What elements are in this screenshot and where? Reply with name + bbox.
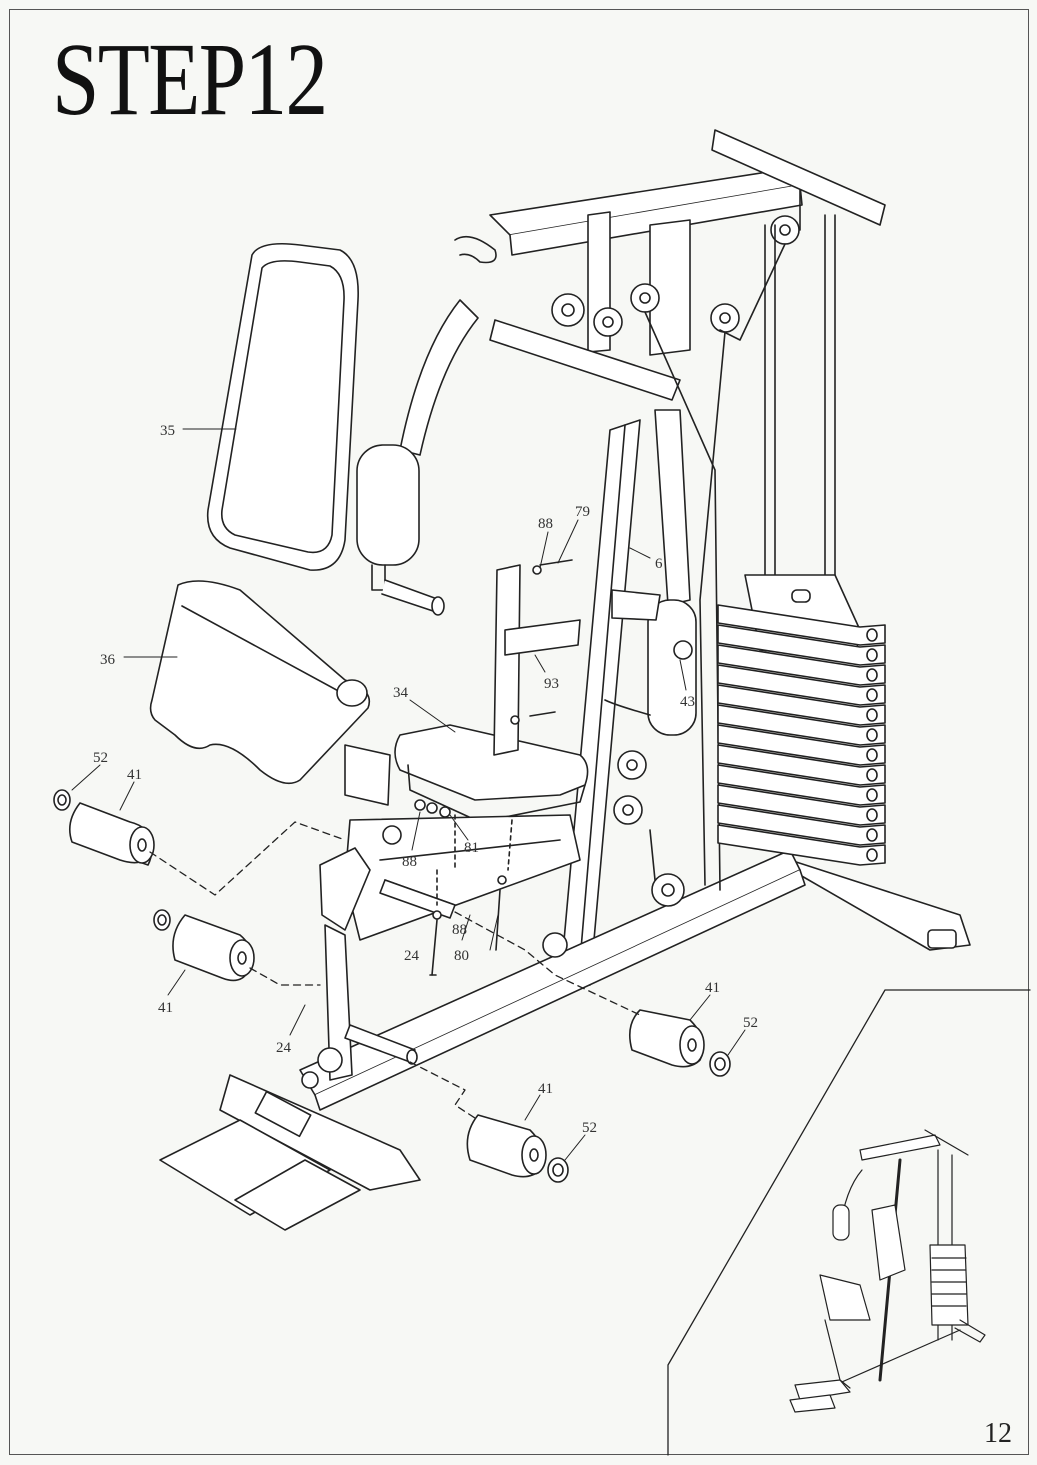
back-pad — [206, 242, 359, 571]
weight-plate — [717, 804, 886, 846]
inset-preview — [667, 989, 1031, 1456]
weight-plate — [717, 604, 886, 646]
part-label-43: 43 — [680, 694, 695, 710]
leader-lines — [71, 428, 746, 1161]
part-label-35: 35 — [160, 423, 175, 439]
part-label-52-bottom: 52 — [582, 1120, 597, 1136]
weight-plate — [717, 624, 886, 666]
part-label-93: 93 — [544, 676, 559, 692]
weight-plate — [717, 824, 886, 866]
part-label-88-low: 88 — [452, 922, 467, 938]
part-label-52-upper-left: 52 — [93, 750, 108, 766]
weight-plate-hole — [866, 728, 878, 742]
part-label-81: 81 — [464, 840, 479, 856]
part-label-34: 34 — [393, 685, 409, 701]
part-label-41-right: 41 — [705, 980, 720, 996]
weight-plate-hole — [866, 628, 878, 642]
weight-plate — [717, 704, 886, 746]
part-labels: 35 36 34 79 88 6 93 43 81 88 88 80 24 24… — [93, 423, 758, 1136]
step-title: STEP12 — [52, 22, 328, 137]
weight-plate-hole — [866, 768, 878, 782]
weight-plate-hole — [866, 788, 878, 802]
weight-plate — [717, 644, 886, 686]
part-label-88-mid: 88 — [402, 854, 417, 870]
part-label-41-middle-left: 41 — [158, 1000, 173, 1016]
part-label-88-top: 88 — [538, 516, 553, 532]
weight-plate — [717, 784, 886, 826]
roller-bottom — [466, 1114, 569, 1183]
weight-plate-hole — [866, 708, 878, 722]
part-label-52-right: 52 — [743, 1015, 758, 1031]
weight-plate-hole — [866, 648, 878, 662]
part-label-6: 6 — [655, 556, 663, 572]
part-label-36: 36 — [100, 652, 116, 668]
part-label-41-upper-left: 41 — [127, 767, 142, 783]
seat-assembly — [301, 564, 589, 1089]
part-label-80: 80 — [454, 948, 469, 964]
foam-rollers — [53, 789, 731, 1183]
weight-plate-hole — [866, 668, 878, 682]
roller-upper-left — [53, 789, 155, 866]
weight-plate — [717, 664, 886, 706]
part-label-41-bottom: 41 — [538, 1081, 553, 1097]
page-number: 12 — [984, 1418, 1012, 1449]
weight-plate-hole — [866, 828, 878, 842]
hardware — [414, 559, 573, 976]
weight-plate — [717, 764, 886, 806]
part-label-79: 79 — [575, 504, 590, 520]
part-label-24-upper: 24 — [404, 948, 420, 964]
weight-plate — [717, 684, 886, 726]
seat-pad — [149, 580, 370, 785]
page-border — [9, 9, 1029, 1455]
part-label-24-lower: 24 — [276, 1040, 292, 1056]
weight-plate-hole — [866, 808, 878, 822]
roller-right — [629, 1009, 731, 1077]
weight-plate-hole — [866, 748, 878, 762]
weight-plate-hole — [866, 688, 878, 702]
weight-plate — [717, 724, 886, 766]
weight-plate-hole — [866, 848, 878, 862]
gym-frame — [159, 129, 971, 1231]
assembly-guide-lines — [149, 821, 641, 1121]
weight-stack — [717, 574, 886, 866]
finished-gym-thumbnail — [789, 1129, 986, 1413]
press-arm — [356, 299, 697, 736]
roller-middle-left — [153, 909, 255, 982]
weight-plate — [717, 744, 886, 786]
